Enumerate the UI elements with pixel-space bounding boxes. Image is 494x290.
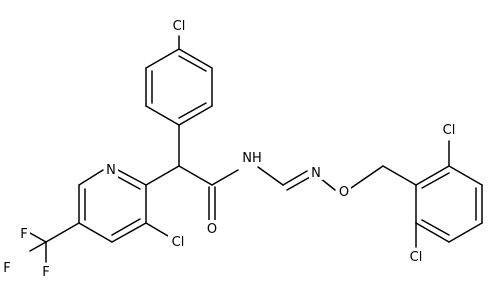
atom-cl-ring3-top: Cl — [440, 121, 458, 138]
atom-label-n: N — [311, 166, 321, 181]
atom-label-cl: Cl — [173, 19, 186, 34]
bond-imine — [282, 170, 308, 186]
atom-labels: Cl N Cl NH N O O Cl — [2, 17, 458, 280]
bond-ring3 — [415, 222, 450, 243]
bond-o-ch2 — [350, 165, 384, 189]
bond-ring1 — [145, 48, 180, 69]
bond-pyr — [117, 169, 147, 186]
atom-label-f: F — [20, 227, 27, 242]
atom-o-oxime: O — [337, 182, 351, 200]
bond-pyr-cl — [145, 222, 169, 237]
bond-pyr — [111, 222, 147, 243]
atom-cl-pyridine: Cl — [168, 233, 186, 250]
bond-ring1-inner — [178, 55, 207, 72]
bond-pyr — [78, 169, 104, 186]
bond-ring1-inner — [178, 102, 207, 119]
bond-pyr-cf3 — [45, 222, 80, 243]
bond-ring1 — [178, 105, 213, 126]
atom-f-3: F — [41, 263, 51, 280]
bond-ring1 — [145, 105, 180, 126]
bond-ring3 — [415, 165, 450, 186]
atom-label-f: F — [3, 261, 10, 276]
atom-label-f: F — [42, 265, 49, 280]
bond-pyr-inner — [111, 218, 141, 236]
atom-label-o: O — [207, 222, 217, 237]
bond-ch-pyridine — [145, 165, 180, 186]
atom-n-pyridine: N — [104, 161, 118, 178]
atom-label-cl: Cl — [443, 123, 456, 138]
bond-ring3 — [448, 222, 483, 243]
bond-ch-carbonyl — [178, 165, 213, 186]
atom-f-2: F — [2, 259, 12, 276]
atom-label-cl: Cl — [410, 250, 423, 265]
atom-label-cl: Cl — [172, 235, 185, 250]
bond-ring3-inner — [421, 219, 450, 236]
atom-cl-top: Cl — [171, 17, 189, 34]
bond-cf3-f — [29, 232, 47, 243]
bond-pyr-inner — [117, 176, 141, 190]
bond-pyr — [78, 222, 113, 243]
bond-nh-ch — [257, 166, 284, 186]
bond-ring3-inner — [421, 172, 450, 189]
atom-o-carbonyl: O — [205, 220, 219, 237]
bonds — [29, 35, 483, 263]
atom-n-imine: N — [309, 163, 323, 181]
atom-f-1: F — [20, 225, 30, 242]
atom-cl-ring3-bottom: Cl — [407, 248, 425, 265]
bond-ring3 — [448, 165, 483, 186]
bond-ring1 — [178, 48, 213, 69]
atom-nh: NH — [239, 148, 265, 166]
atom-label-n: N — [106, 163, 116, 178]
bond-imine — [286, 176, 311, 191]
bond-cf3-f — [29, 241, 47, 252]
bond-ch2-aryl — [382, 165, 417, 186]
bond-carbonyl-nh — [211, 169, 239, 186]
atom-label-nh: NH — [242, 151, 262, 166]
atom-label-o: O — [339, 185, 349, 200]
